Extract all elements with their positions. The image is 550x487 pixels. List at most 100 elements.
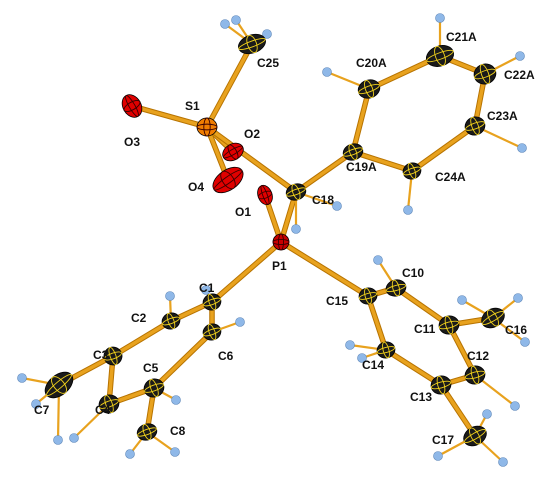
atom-C20A (357, 79, 381, 99)
label-C18: C18 (312, 193, 334, 207)
label-C5: C5 (143, 361, 159, 375)
atom-S1-ellipsoid (196, 117, 218, 137)
bond-C23A-C24A (410, 124, 477, 173)
atom-C18 (285, 183, 307, 201)
atom-C6 (202, 323, 222, 341)
hydrogen-atom-8 (332, 201, 342, 211)
bond-P1-C1 (210, 240, 283, 304)
hydrogen-atom-14 (125, 449, 135, 459)
label-S1: S1 (185, 99, 200, 113)
label-C21A: C21A (446, 30, 477, 44)
hydrogen-atom-28 (345, 340, 355, 350)
label-O3: O3 (124, 135, 140, 149)
atom-O3 (121, 94, 143, 118)
atom-P1 (272, 233, 290, 251)
hydrogen-atom-2 (220, 19, 230, 29)
label-C22A: C22A (504, 68, 535, 82)
atom-C17-principal-ellipse-1 (464, 429, 486, 443)
bond-C10-C11 (394, 286, 451, 327)
atom-C10-principal-ellipse-2 (391, 279, 401, 297)
bond-C13-C17 (439, 383, 477, 438)
label-C12: C12 (467, 349, 489, 363)
bond-C2-C3 (111, 319, 173, 358)
hydrogen-atom-5 (515, 51, 525, 61)
label-C14: C14 (362, 358, 384, 372)
atom-C13-principal-ellipse-2 (436, 375, 446, 395)
label-C4: C4 (95, 403, 111, 417)
hydrogen-layer (17, 13, 530, 467)
atom-C14-principal-ellipse-1 (376, 346, 396, 354)
hydrogen-atom-7 (403, 205, 413, 215)
hydrogen-atom-26 (482, 409, 492, 419)
atom-O4-principal-ellipse-1 (213, 169, 243, 191)
label-C13: C13 (410, 390, 432, 404)
hydrogen-atom-10 (165, 291, 175, 301)
hydrogen-atom-9 (291, 224, 301, 234)
atom-C10 (385, 279, 407, 297)
hydrogen-atom-12 (235, 317, 245, 327)
bond-S1-C18 (205, 125, 298, 194)
atom-O4-ellipsoid (212, 166, 244, 194)
atom-C20A-principal-ellipse-2 (364, 80, 374, 98)
atom-C6-principal-ellipse-2 (207, 323, 217, 341)
atom-C7-principal-ellipse-2 (51, 376, 67, 394)
atom-C7-principal-ellipse-1 (46, 373, 72, 397)
atom-O1-principal-ellipse-2 (260, 185, 270, 205)
hydrogen-atom-0 (231, 15, 241, 25)
atom-C11-principal-ellipse-1 (438, 320, 460, 330)
bond-S1-C25 (205, 42, 254, 129)
atom-C13 (430, 375, 452, 395)
label-O4: O4 (188, 180, 204, 194)
atom-O2-principal-ellipse-2 (227, 144, 239, 160)
label-C16: C16 (505, 323, 527, 337)
label-C15: C15 (326, 294, 348, 308)
atom-C21A-ellipsoid (426, 45, 454, 67)
bond-C19A-C20A (351, 87, 371, 154)
atom-C3-principal-ellipse-1 (104, 351, 122, 361)
atom-C8 (136, 423, 158, 441)
atom-C20A-principal-ellipse-1 (358, 83, 380, 95)
atom-C11-principal-ellipse-2 (444, 315, 454, 335)
label-C8: C8 (170, 424, 186, 438)
label-P1: P1 (272, 259, 287, 273)
hydrogen-atom-19 (69, 433, 79, 443)
atom-C5 (143, 378, 165, 398)
atom-S1-principal-ellipse-1 (196, 123, 218, 131)
atom-C4 (98, 394, 120, 414)
atom-layer (44, 33, 505, 447)
atom-C5-principal-ellipse-1 (144, 383, 164, 393)
hydrogen-atom-20 (373, 255, 383, 265)
hydrogen-atom-17 (31, 399, 41, 409)
hydrogen-atom-24 (510, 401, 520, 411)
hydrogen-atom-18 (53, 435, 63, 445)
atom-C15 (358, 287, 378, 305)
atom-S1-principal-ellipse-2 (203, 117, 211, 137)
hydrogen-atom-22 (513, 293, 523, 303)
atom-C22A-ellipsoid (473, 63, 497, 85)
atom-C19A (342, 143, 364, 161)
atom-C21A-principal-ellipse-2 (434, 46, 446, 66)
atom-O4-principal-ellipse-2 (220, 170, 236, 190)
atom-C23A-principal-ellipse-2 (470, 117, 480, 135)
hydrogen-atom-1 (262, 29, 272, 39)
label-C11: C11 (414, 322, 436, 336)
label-C10: C10 (402, 266, 424, 280)
bond-C5-C6 (152, 330, 214, 390)
atom-P1-principal-ellipse-2 (277, 233, 285, 251)
label-C6: C6 (218, 349, 234, 363)
hydrogen-atom-13 (171, 395, 181, 405)
hydrogen-atom-23 (520, 337, 530, 347)
atom-C11 (438, 315, 460, 335)
atom-C20A-ellipsoid (357, 79, 381, 99)
hydrogen-atom-29 (357, 353, 367, 363)
atom-O2 (222, 142, 244, 162)
atom-C22A (473, 63, 497, 85)
hydrogen-atom-4 (435, 13, 445, 23)
atom-C17-principal-ellipse-2 (468, 427, 482, 445)
atom-C14-principal-ellipse-2 (382, 341, 390, 359)
bond-C13-C14 (384, 348, 443, 387)
label-O2: O2 (244, 127, 260, 141)
atom-O1 (257, 184, 273, 206)
atom-O3-ellipsoid (121, 94, 143, 118)
